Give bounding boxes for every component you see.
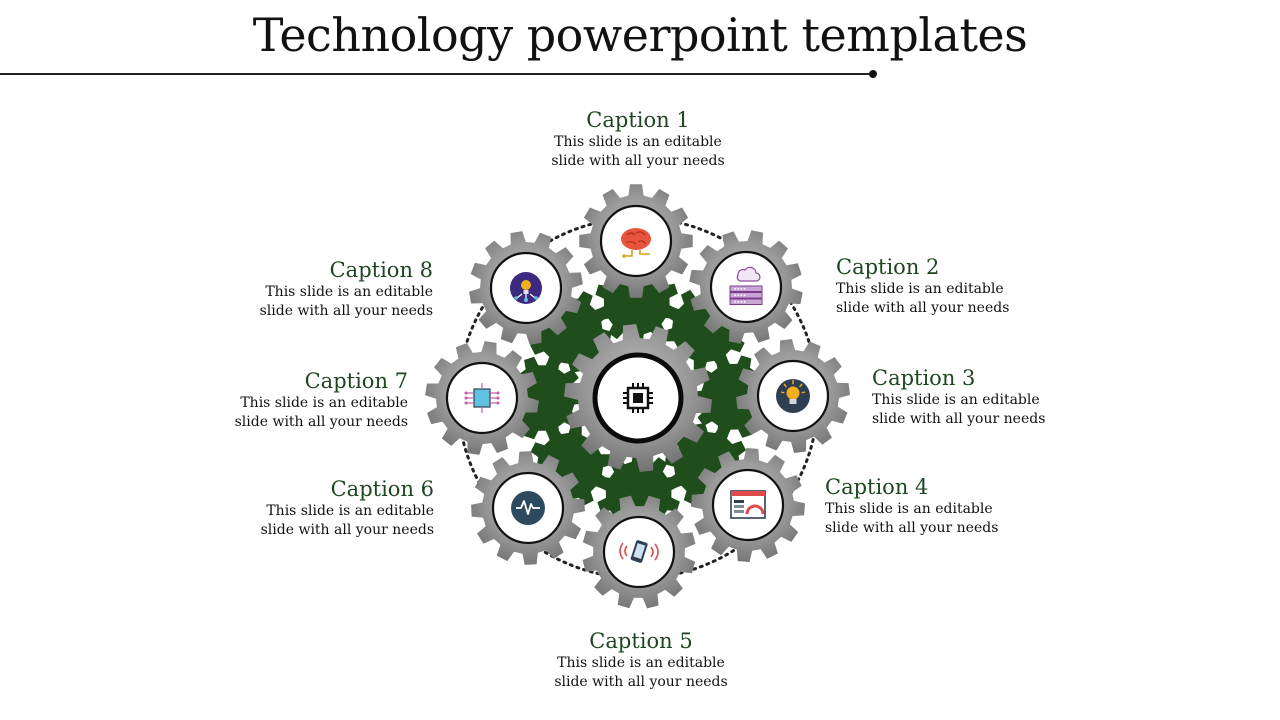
gear-7 (425, 341, 539, 455)
brain-icon (621, 228, 651, 258)
caption-7: Caption 7 This slide is an editable slid… (188, 368, 408, 432)
smartphone-vibrate-icon (619, 540, 659, 563)
caption-4-heading: Caption 4 (825, 475, 929, 499)
slide-title: Technology powerpoint templates (252, 8, 1028, 62)
title-underline-dot (869, 70, 877, 78)
gear-4 (691, 448, 805, 562)
caption-5-text-line1: This slide is an editable (557, 655, 725, 671)
caption-6-text-line2: slide with all your needs (260, 522, 434, 538)
gear-6 (471, 451, 585, 565)
caption-7-heading: Caption 7 (304, 369, 408, 393)
caption-3-text-line1: This slide is an editable (872, 392, 1040, 408)
gear-3 (736, 339, 850, 453)
caption-6: Caption 6 This slide is an editable slid… (214, 476, 434, 540)
caption-6-heading: Caption 6 (330, 477, 434, 501)
gear-2 (689, 230, 803, 344)
browser-dashboard-icon (730, 490, 766, 519)
caption-7-text-line1: This slide is an editable (240, 395, 408, 411)
lightbulb-icon (776, 379, 810, 413)
gear-8 (469, 231, 583, 345)
caption-1-heading: Caption 1 (586, 108, 690, 132)
caption-2-text-line2: slide with all your needs (836, 300, 1010, 316)
caption-5-text-line2: slide with all your needs (554, 674, 728, 690)
center-gear (564, 324, 712, 472)
caption-5: Caption 5 This slide is an editable slid… (531, 628, 751, 692)
caption-1-text-line2: slide with all your needs (551, 153, 725, 169)
microchip-icon (623, 383, 653, 413)
caption-5-heading: Caption 5 (589, 629, 693, 653)
caption-8: Caption 8 This slide is an editable slid… (213, 257, 433, 321)
caption-3-text-line2: slide with all your needs (872, 411, 1046, 427)
cloud-server-icon (729, 266, 763, 305)
caption-6-text-line1: This slide is an editable (266, 503, 434, 519)
caption-8-heading: Caption 8 (329, 258, 433, 282)
caption-7-text-line2: slide with all your needs (234, 414, 408, 430)
caption-4-text-line2: slide with all your needs (825, 520, 999, 536)
caption-2-text-line1: This slide is an editable (836, 281, 1004, 297)
caption-8-text-line2: slide with all your needs (259, 303, 433, 319)
title-underline (0, 73, 873, 75)
caption-8-text-line1: This slide is an editable (265, 284, 433, 300)
caption-2-heading: Caption 2 (836, 255, 940, 279)
outer-gears (425, 184, 850, 609)
caption-3: Caption 3 This slide is an editable slid… (872, 365, 1045, 429)
caption-4: Caption 4 This slide is an editable slid… (825, 474, 998, 538)
caption-3-heading: Caption 3 (872, 366, 976, 390)
gear-5 (582, 495, 696, 609)
caption-1: Caption 1 This slide is an editable slid… (528, 107, 748, 171)
circuit-chip-icon (464, 383, 500, 413)
caption-1-text-line1: This slide is an editable (554, 134, 722, 150)
caption-2: Caption 2 This slide is an editable slid… (836, 254, 1009, 318)
pulse-icon (511, 491, 545, 525)
idea-network-icon (510, 272, 542, 304)
caption-4-text-line1: This slide is an editable (825, 501, 993, 517)
center-gear-body (564, 324, 712, 472)
gear-1 (579, 184, 693, 298)
